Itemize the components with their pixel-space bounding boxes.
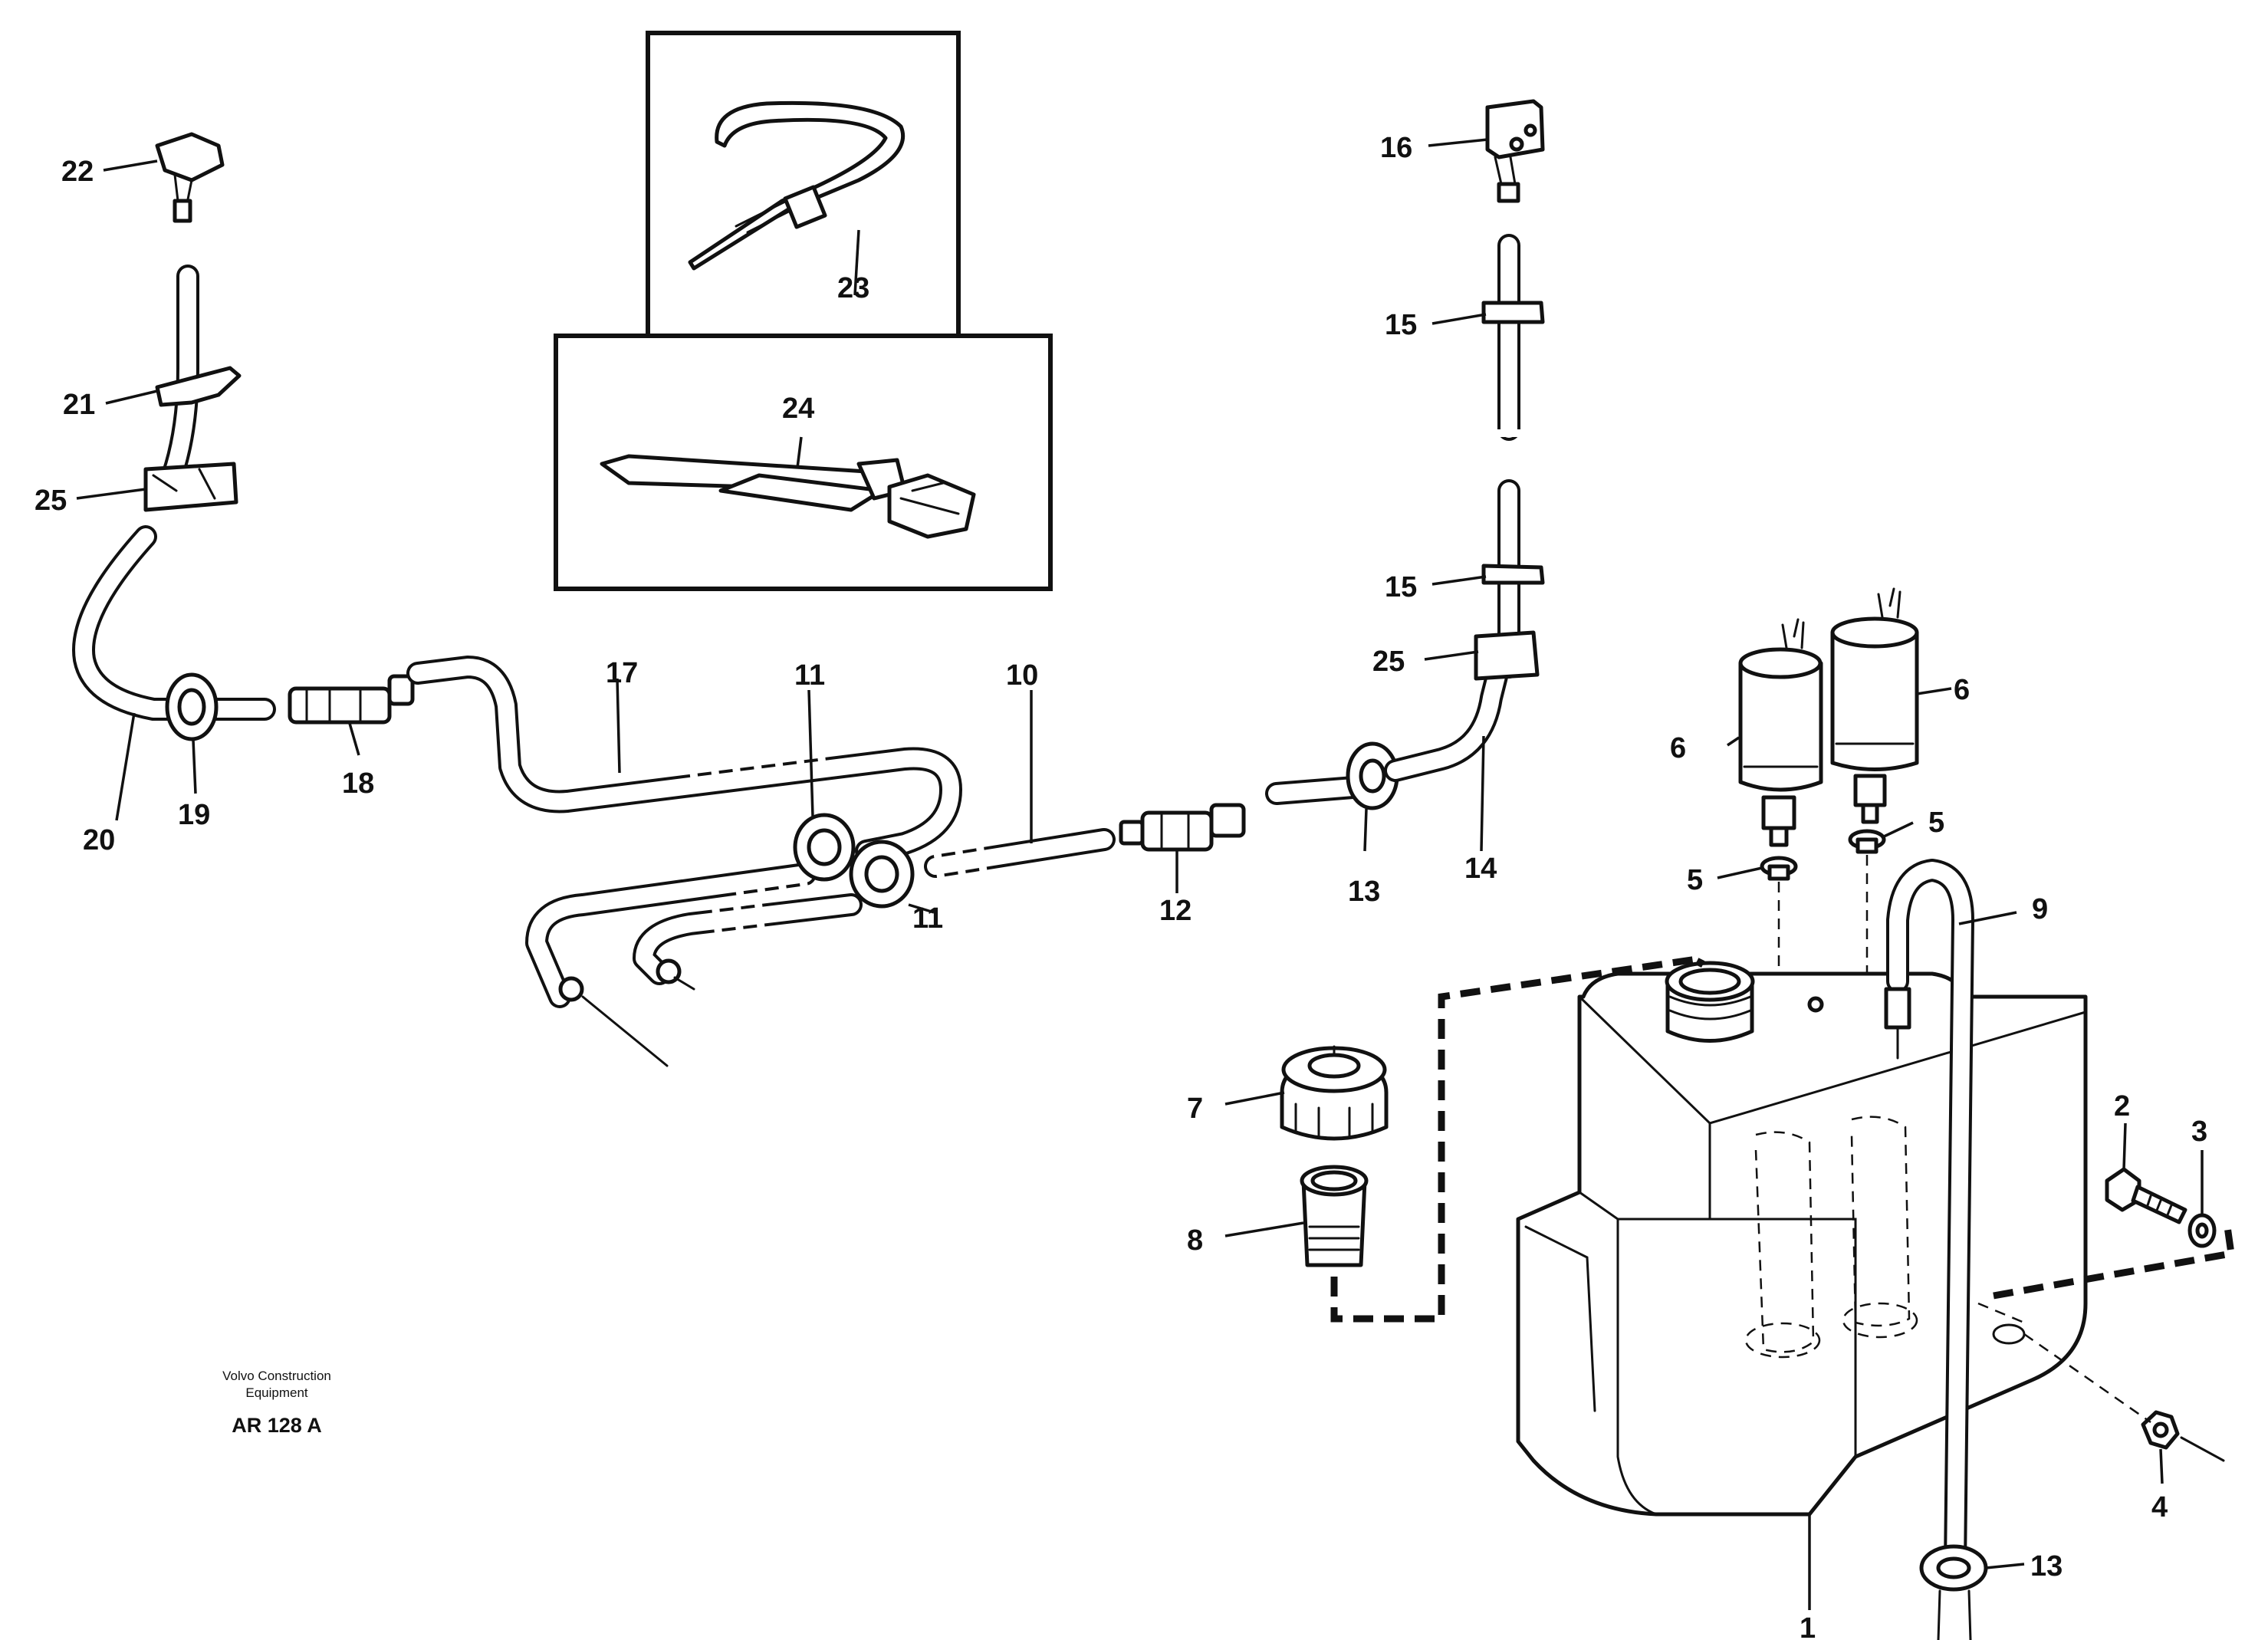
assembly-path-lines [1330, 954, 2236, 1424]
callout-11-lower: 11 [912, 902, 943, 935]
callout-4: 4 [2151, 1491, 2168, 1523]
callout-16: 16 [1380, 132, 1412, 164]
callout-labels: 22 21 25 20 19 18 17 11 11 10 12 13 14 1… [35, 132, 2207, 1640]
callout-21: 21 [63, 389, 95, 421]
callout-22: 22 [61, 156, 94, 188]
callout-5-left: 5 [1687, 864, 1703, 896]
callout-10: 10 [1006, 659, 1038, 692]
washer-tank [1516, 961, 2088, 1517]
callout-5-right: 5 [1928, 807, 1944, 839]
callout-12: 12 [1159, 895, 1192, 927]
callout-24: 24 [782, 393, 814, 425]
stamp-company-line1: Volvo Construction [222, 1369, 331, 1383]
hose-connector-12 [1140, 810, 1214, 852]
callout-14: 14 [1464, 853, 1497, 885]
left-hose-holder [143, 462, 238, 512]
callout-6-right: 6 [1954, 674, 1970, 706]
hose-connector-18 [288, 686, 392, 725]
hose-9-assembly [1884, 859, 1988, 1640]
center-hose-assembly [793, 656, 1510, 909]
callout-2: 2 [2114, 1090, 2130, 1122]
callout-19: 19 [178, 799, 210, 831]
strap-inset [554, 334, 1053, 591]
leader-lines [76, 138, 2204, 1610]
washer-reservoir [1516, 971, 2088, 1517]
callout-1: 1 [1800, 1612, 1816, 1640]
washer-pumps [1738, 587, 1919, 1296]
callout-20: 20 [83, 824, 115, 856]
left-washer-nozzle [155, 132, 225, 182]
callout-23: 23 [837, 272, 869, 304]
callout-7: 7 [1187, 1093, 1203, 1125]
mounting-bolt [2105, 1167, 2141, 1212]
drawing-stamp: Volvo Construction Equipment AR 128 A [222, 1369, 331, 1437]
hose-17-loops [406, 656, 962, 1067]
callout-13-lower: 13 [2030, 1550, 2063, 1582]
right-hose-holder [1474, 630, 1540, 681]
cable-tie-inset [646, 31, 961, 338]
left-hose-clip [155, 366, 242, 407]
mounting-hardware [2105, 1167, 2225, 1462]
stamp-company-line2: Equipment [245, 1385, 308, 1400]
callout-3: 3 [2191, 1116, 2207, 1148]
callout-17: 17 [606, 657, 638, 689]
right-hose-clip-upper [1481, 301, 1545, 324]
callout-8: 8 [1187, 1224, 1203, 1257]
callout-15-lower: 15 [1385, 571, 1417, 603]
callout-11-upper: 11 [794, 659, 825, 692]
right-nozzle-assembly [1474, 99, 1545, 681]
callout-13-upper: 13 [1348, 876, 1380, 908]
callout-15-upper: 15 [1385, 309, 1417, 341]
callout-25-left: 25 [35, 485, 67, 517]
stamp-drawing-code: AR 128 A [232, 1414, 322, 1437]
right-washer-nozzle [1485, 99, 1545, 159]
filler-cap-assembly [1280, 1045, 1389, 1267]
callout-25-right: 25 [1372, 646, 1405, 678]
right-hose-clip-lower [1481, 564, 1545, 585]
cable-tie [688, 100, 906, 271]
callout-18: 18 [342, 767, 374, 800]
callout-9: 9 [2032, 893, 2048, 925]
left-nozzle-assembly [72, 132, 415, 741]
callout-6-left: 6 [1670, 732, 1686, 764]
